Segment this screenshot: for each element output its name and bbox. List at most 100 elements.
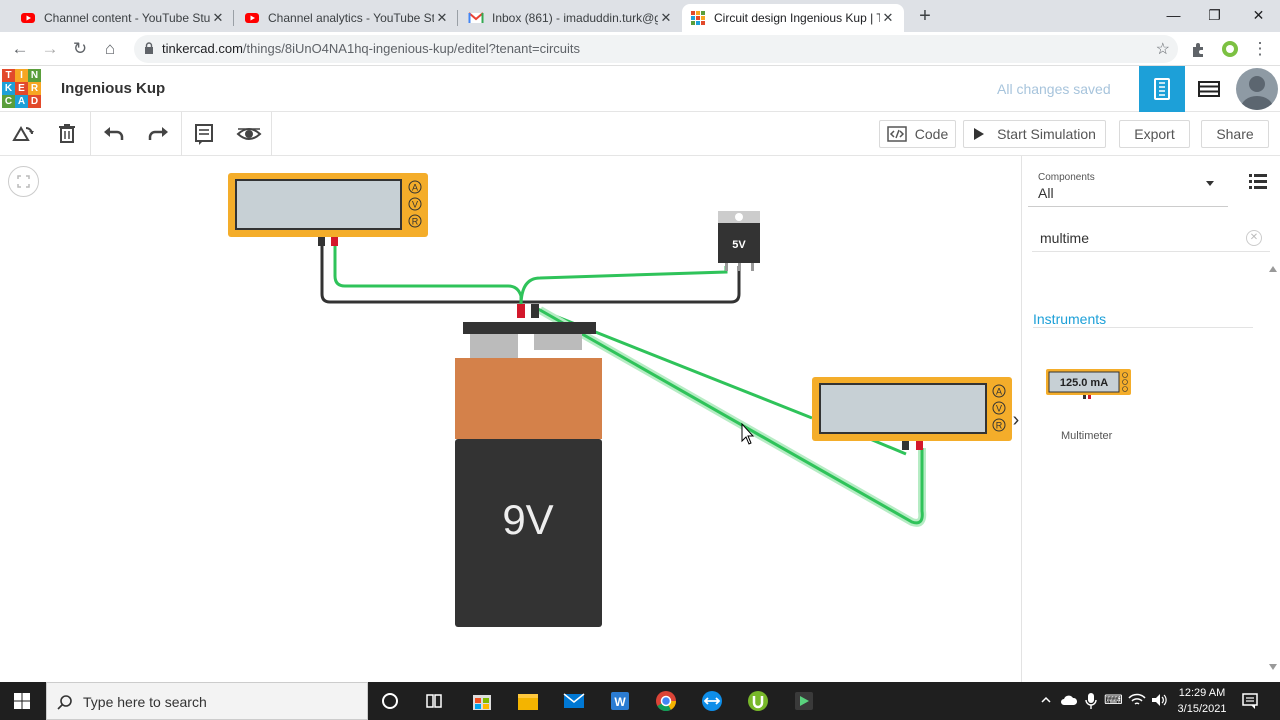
visibility-eye-icon[interactable] <box>235 120 263 148</box>
browser-tab-active[interactable]: Circuit design Ingenious Kup | Tinkercad… <box>682 4 904 32</box>
wifi-icon[interactable] <box>1128 692 1146 708</box>
media-app-icon[interactable] <box>784 686 824 716</box>
cortana-icon[interactable] <box>370 686 410 716</box>
multimeter-item-label: Multimeter <box>1061 430 1113 442</box>
black-wire[interactable] <box>320 242 520 304</box>
user-avatar[interactable] <box>1236 68 1278 110</box>
address-bar[interactable]: tinkercad.com/things/8iUnO4NA1hq-ingenio… <box>134 35 1178 63</box>
list-view-icon[interactable] <box>1248 172 1268 190</box>
export-button[interactable]: Export <box>1119 120 1190 148</box>
probe-red[interactable] <box>331 237 338 246</box>
url-text: tinkercad.com/things/8iUnO4NA1hq-ingenio… <box>162 41 580 56</box>
system-clock[interactable]: 12:29 AM 3/15/2021 <box>1174 685 1230 717</box>
probe-black[interactable] <box>318 237 325 246</box>
new-tab-button[interactable]: + <box>919 5 931 27</box>
rotate-icon[interactable] <box>9 120 37 148</box>
restore-button[interactable]: ❐ <box>1208 7 1221 23</box>
collapse-panel-chevron-icon[interactable]: › <box>1013 409 1020 431</box>
logo-letter: K <box>2 82 15 95</box>
chrome-icon[interactable] <box>646 686 686 716</box>
close-tab-icon[interactable]: ✕ <box>882 10 894 25</box>
notes-icon[interactable] <box>190 120 218 148</box>
reload-button[interactable]: ↻ <box>72 39 88 58</box>
extensions-icon[interactable] <box>1190 41 1206 57</box>
black-wire[interactable] <box>520 266 741 304</box>
browser-menu-icon[interactable]: ⋮ <box>1251 39 1269 58</box>
file-explorer-icon[interactable] <box>508 686 548 716</box>
green-wire[interactable] <box>869 437 907 456</box>
back-button[interactable]: ← <box>11 39 29 58</box>
start-simulation-button[interactable]: Start Simulation <box>963 120 1106 148</box>
taskbar-search-placeholder: Type here to search <box>83 694 207 710</box>
logo-letter: I <box>15 69 28 82</box>
battery-terminal-probe-black[interactable] <box>531 304 539 318</box>
circuit-view-button[interactable] <box>1139 66 1185 112</box>
mode-a-label: A <box>412 183 418 193</box>
language-icon[interactable]: ⌨ <box>1104 692 1123 707</box>
table-icon <box>1198 81 1220 97</box>
tab-title: Circuit design Ingenious Kup | Tinkercad <box>714 11 880 25</box>
youtube-icon <box>21 13 35 23</box>
close-tab-icon[interactable]: ✕ <box>212 10 224 25</box>
share-button[interactable]: Share <box>1201 120 1269 148</box>
voltage-regulator[interactable]: 5V <box>718 211 760 271</box>
search-input-value: multime <box>1040 230 1090 246</box>
probe-black[interactable] <box>902 441 909 450</box>
scroll-up-icon[interactable] <box>1269 266 1277 272</box>
multimeter-component-item[interactable]: 125.0 mA <box>1045 368 1133 404</box>
utorrent-icon[interactable] <box>738 686 778 716</box>
delete-icon[interactable] <box>53 120 81 148</box>
volume-icon[interactable] <box>1150 692 1168 708</box>
zoom-to-fit-button[interactable] <box>8 166 39 197</box>
probe-red[interactable] <box>916 441 923 450</box>
mail-icon[interactable] <box>554 686 594 716</box>
onedrive-icon[interactable] <box>1060 693 1078 707</box>
windows-start-icon[interactable] <box>14 693 30 709</box>
circuit-canvas[interactable]: A V R 5V <box>0 156 1021 682</box>
browser-tab[interactable]: Channel analytics - YouTube Studio ✕ <box>236 4 458 32</box>
multimeter-2[interactable]: A V R <box>812 377 1012 450</box>
url-path: /things/8iUnO4NA1hq-ingenious-kup/editel… <box>242 41 581 56</box>
task-view-icon[interactable] <box>414 686 454 716</box>
logo-letter: D <box>28 95 41 108</box>
close-tab-icon[interactable]: ✕ <box>436 10 448 25</box>
minimize-button[interactable]: — <box>1166 7 1181 23</box>
battery-terminal-probe-red[interactable] <box>517 304 525 318</box>
redo-icon[interactable] <box>144 120 172 148</box>
green-wire[interactable] <box>519 266 728 307</box>
components-dropdown-label: Components <box>1038 172 1095 183</box>
microphone-icon[interactable] <box>1084 692 1098 710</box>
clear-search-icon[interactable]: ✕ <box>1246 230 1262 246</box>
design-name[interactable]: Ingenious Kup <box>61 80 166 97</box>
component-list-view-button[interactable] <box>1186 66 1232 112</box>
user-icon <box>1241 76 1273 110</box>
bookmark-star-icon[interactable]: ☆ <box>1155 41 1170 58</box>
close-tab-icon[interactable]: ✕ <box>660 10 672 25</box>
components-dropdown[interactable]: Components All <box>1028 163 1228 207</box>
undo-icon[interactable] <box>100 120 128 148</box>
green-wire[interactable] <box>333 242 523 310</box>
scroll-down-icon[interactable] <box>1269 664 1277 670</box>
battery-9v[interactable]: 9V <box>455 304 602 627</box>
writer-app-icon[interactable]: W <box>600 686 640 716</box>
green-wire-selected[interactable] <box>539 308 924 525</box>
close-window-button[interactable]: ✕ <box>1252 7 1265 23</box>
extension-gear-icon[interactable] <box>1220 39 1240 59</box>
component-search-input[interactable]: multime ✕ <box>1032 222 1270 252</box>
tinkercad-logo[interactable]: T I N K E R C A D <box>2 69 42 109</box>
teamviewer-icon[interactable] <box>692 686 732 716</box>
forward-button[interactable]: → <box>41 39 59 58</box>
home-button[interactable]: ⌂ <box>104 39 116 58</box>
breadboard-icon <box>1154 78 1170 100</box>
code-button[interactable]: Code <box>879 120 956 148</box>
circuit-drawing: A V R 5V <box>228 173 1020 627</box>
notifications-icon[interactable] <box>1241 692 1259 710</box>
show-hidden-icons-chevron[interactable] <box>1040 694 1052 706</box>
browser-tab[interactable]: Channel content - YouTube Studio ✕ <box>12 4 234 32</box>
components-dropdown-value: All <box>1038 185 1054 201</box>
taskbar-search-box[interactable]: Type here to search <box>46 682 368 720</box>
multimeter-1[interactable]: A V R <box>228 173 428 246</box>
browser-tab[interactable]: Inbox (861) - imaduddin.turk@gmail.com ✕ <box>460 4 682 32</box>
store-icon[interactable] <box>462 686 502 716</box>
tinkercad-icon <box>691 11 705 25</box>
